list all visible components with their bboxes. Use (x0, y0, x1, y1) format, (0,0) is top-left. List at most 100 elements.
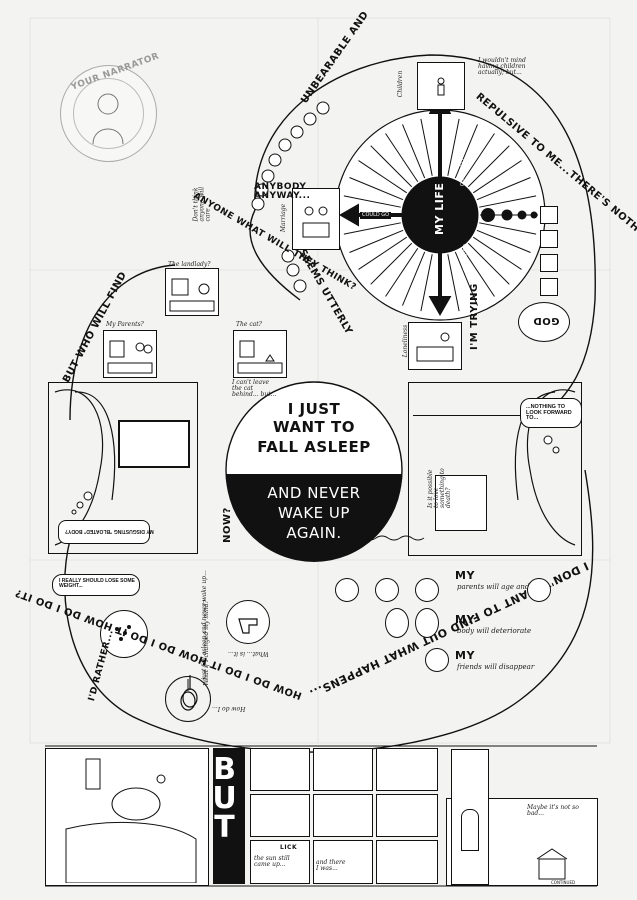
life-ray (370, 145, 413, 188)
tiny-panel (540, 206, 558, 224)
gun-caption: What... is it... (228, 650, 269, 657)
landlady-caption: The landlady? (168, 261, 211, 268)
my-life-label: MY LIFE (433, 182, 446, 235)
rope-caption: How do I... (212, 705, 246, 712)
cat-caption: The cat? (236, 321, 262, 328)
my-parents-text: parents will age and die (457, 583, 543, 591)
elderly-couple-icon (375, 578, 399, 602)
landlady-panel: The landlady? (165, 262, 219, 316)
headline-line-4: AND NEVER (267, 484, 361, 502)
grid-panel (250, 748, 310, 791)
could-go-top: COULD GO (460, 158, 467, 187)
building-facade (451, 749, 489, 885)
lose-weight-text: I REALLY SHOULD LOSE SOME WEIGHT... (59, 578, 135, 589)
life-ray (402, 251, 426, 306)
life-ray (454, 124, 478, 179)
headline-line-6: AGAIN. (286, 524, 342, 542)
headline-line-2: WANT TO (273, 418, 355, 436)
left-bed-window (118, 420, 190, 468)
life-ray (472, 160, 522, 194)
life-ray (358, 160, 408, 194)
tiny-panel (540, 230, 558, 248)
grid-panel (376, 748, 438, 791)
nothing-balloon: ...NOTHING TO LOOK FORWARD TO... (520, 398, 582, 428)
parents-icon (107, 340, 153, 374)
life-ray (479, 222, 537, 235)
tiny-panel (540, 278, 558, 296)
building-window (461, 809, 479, 851)
but-text: BUT (207, 752, 242, 839)
life-ray (349, 177, 404, 201)
headline-line-3: FALL ASLEEP (257, 438, 371, 456)
life-ray (343, 195, 401, 208)
life-ray (385, 133, 419, 183)
grid-panel (376, 794, 438, 837)
my-label: MY (455, 569, 475, 582)
life-ray (447, 118, 460, 176)
narrator-seal: YOUR NARRATOR (60, 51, 161, 162)
children-panel: Children (397, 62, 465, 110)
life-ray (467, 242, 510, 285)
sun-caption: the sun still came up... (254, 855, 290, 868)
right-bed-panel (408, 382, 582, 556)
elderly-couple-icon (415, 578, 439, 602)
life-ray (461, 133, 495, 183)
lonely-figure-icon (416, 332, 454, 362)
headline-line-5: WAKE UP (278, 504, 350, 522)
right-bed-window (435, 475, 487, 531)
life-ray (479, 195, 537, 208)
lick-text: LICK (280, 844, 298, 851)
spiral-anybody: ANYBODY ANYWAY... (254, 182, 311, 201)
life-ray (461, 247, 495, 297)
urns-icon (527, 578, 551, 602)
life-ray (343, 222, 401, 235)
noose-icon (180, 679, 196, 711)
my-friends-text: friends will disappear (457, 663, 535, 671)
nothing-text: ...NOTHING TO LOOK FORWARD TO... (526, 404, 572, 421)
life-ray (358, 236, 408, 270)
life-ray (420, 254, 433, 312)
life-ray (476, 229, 531, 253)
my-rows: MY parents will age and die MY body will… (335, 566, 585, 680)
grid-panel (250, 840, 310, 884)
what-if-caption: What if I changed my mind? (202, 600, 210, 686)
tiny-panels-column (540, 206, 558, 302)
lose-weight-balloon: I REALLY SHOULD LOSE SOME WEIGHT... (52, 574, 140, 596)
headline: I JUST WANT TO FALL ASLEEP AND NEVER WAK… (226, 382, 402, 558)
street-panel: Maybe it's not so bad... CONTINUED (446, 749, 598, 886)
my-label: MY (455, 613, 475, 626)
rope-vignette (165, 676, 211, 722)
cat-icon (237, 340, 283, 374)
cant-leave-caption: I can't leave the cat behind... but... (232, 379, 277, 398)
god-text: GOD (533, 315, 560, 326)
my-row-friends: MY friends will disappear (335, 644, 585, 680)
could-go-left: COULD GO (360, 212, 392, 219)
wouldnt-mind-caption: I wouldn't mind having children actually… (478, 57, 526, 76)
marriage-panel (292, 188, 340, 250)
grid-panel (250, 794, 310, 837)
sleeping-person-icon (65, 758, 197, 884)
god-balloon: GOD (518, 302, 570, 342)
my-body-text: body will deteriorate (457, 627, 532, 635)
children-caption: Children (397, 70, 405, 98)
gun-vignette (226, 600, 270, 644)
spiral-trying: I'M TRYING (469, 283, 480, 350)
elderly-couple-icon (335, 578, 359, 602)
life-ray (370, 242, 413, 285)
narrator-portrait-icon (92, 93, 124, 145)
continued-label: CONTINUED (551, 880, 576, 885)
grid-panel (376, 840, 438, 884)
couple-icon (302, 206, 330, 238)
life-ray (476, 177, 531, 201)
life-ray (454, 251, 478, 306)
spiral-now: NOW? (221, 507, 233, 543)
right-shelf (413, 385, 543, 416)
life-ray (447, 254, 460, 312)
disgusting-text: MY DISGUSTING "BLOATED" BODY? (65, 528, 154, 534)
life-ray (467, 145, 510, 188)
body-icon (415, 608, 439, 638)
parents-caption: My Parents? (106, 321, 144, 328)
cat-panel: The cat? (233, 322, 287, 378)
